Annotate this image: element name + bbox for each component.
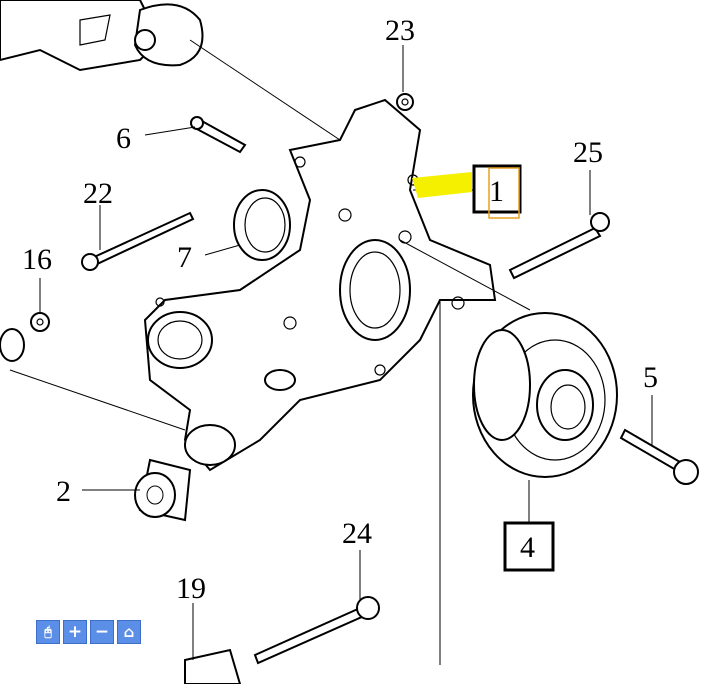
zoom-in-button[interactable]: + (63, 620, 87, 644)
upper-arm (0, 0, 204, 72)
home-button[interactable]: ⌂ (117, 620, 141, 644)
lower-link (184, 648, 242, 684)
callout-1[interactable]: 1 (489, 175, 504, 208)
callout-2[interactable]: 2 (56, 475, 71, 508)
callout-22[interactable]: 22 (83, 177, 113, 210)
selection-highlight (412, 172, 472, 198)
callout-4[interactable]: 4 (520, 531, 535, 564)
callout-23[interactable]: 23 (385, 14, 415, 47)
callout-box-4[interactable] (503, 521, 555, 572)
viewer-toolbar: 🖰 + − ⌂ (36, 620, 141, 644)
callout-16[interactable]: 16 (22, 243, 52, 276)
plus-icon: + (67, 622, 83, 642)
callout-5[interactable]: 5 (643, 361, 658, 394)
minus-icon: − (94, 622, 110, 642)
bushing (134, 458, 192, 522)
callout-25[interactable]: 25 (573, 136, 603, 169)
callout-19[interactable]: 19 (176, 572, 206, 605)
zoom-out-button[interactable]: − (90, 620, 114, 644)
bolts (0, 93, 699, 665)
steering-knuckle (143, 98, 497, 472)
wheel-hub (472, 312, 618, 478)
home-icon: ⌂ (123, 623, 135, 641)
callout-24[interactable]: 24 (342, 517, 372, 550)
callout-6[interactable]: 6 (116, 122, 131, 155)
seal-ring (233, 189, 291, 261)
selected-callout-outline (488, 167, 520, 219)
cursor-icon: 🖰 (44, 624, 52, 640)
callout-box-1[interactable] (472, 164, 522, 214)
select-button[interactable]: 🖰 (36, 620, 60, 644)
callout-7[interactable]: 7 (177, 241, 192, 274)
